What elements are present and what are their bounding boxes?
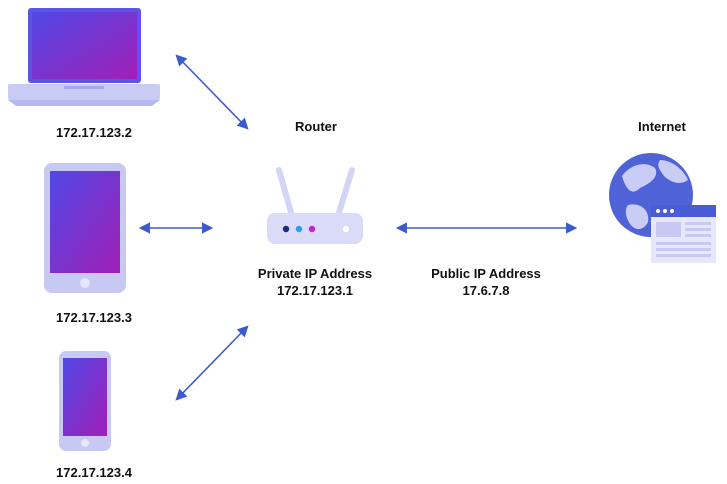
router-icon [267, 167, 363, 244]
phone-ip-label: 172.17.123.4 [56, 465, 132, 480]
phone-router-arrow [175, 325, 249, 401]
private-ip-label: Private IP Address [257, 266, 373, 281]
tablet-icon [44, 163, 126, 293]
internet-title: Internet [638, 119, 686, 134]
public-ip-label: Public IP Address [431, 266, 541, 281]
globe-browser-icon [609, 153, 716, 263]
phone-icon [59, 351, 111, 451]
private-ip-value: 172.17.123.1 [277, 283, 353, 298]
laptop-icon [8, 8, 160, 106]
tablet-ip-label: 172.17.123.3 [56, 310, 132, 325]
public-ip-value: 17.6.7.8 [462, 283, 510, 298]
laptop-router-arrow [175, 54, 249, 130]
router-title: Router [295, 119, 337, 134]
laptop-ip-label: 172.17.123.2 [56, 125, 132, 140]
